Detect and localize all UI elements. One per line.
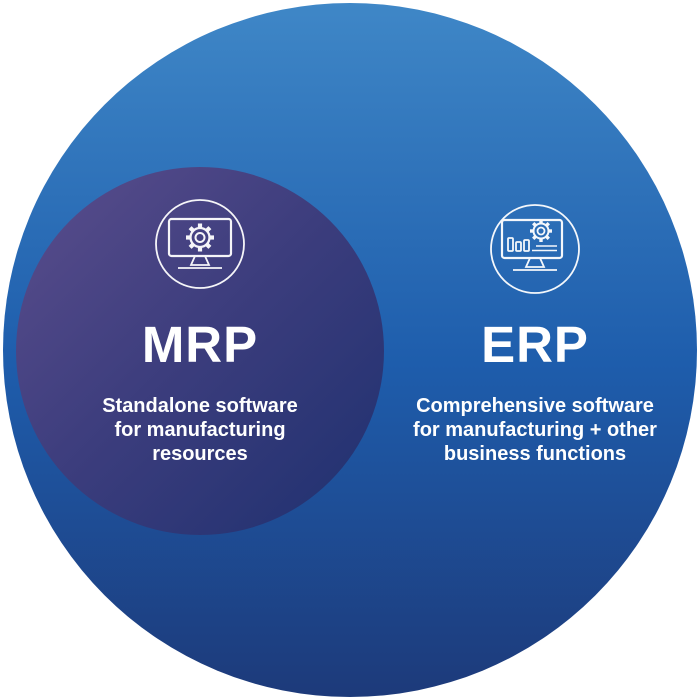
erp-description: Comprehensive software for manufacturing… — [385, 394, 685, 466]
description-line: business functions — [443, 443, 627, 465]
mrp-description: Standalone software for manufacturing re… — [16, 394, 384, 466]
mrp-title: MRP — [141, 316, 259, 373]
monitor-dashboard-gear-icon — [489, 203, 581, 295]
description-line: Comprehensive software — [416, 395, 654, 417]
description-line: for manufacturing — [114, 419, 286, 441]
description-line: Standalone software — [102, 395, 298, 417]
erp-group: ERP Comprehensive software for manufactu… — [385, 203, 685, 503]
mrp-group: MRP Standalone software for manufacturin… — [16, 167, 384, 535]
monitor-gear-icon — [154, 198, 246, 290]
description-line: for manufacturing + other — [413, 419, 657, 441]
erp-title: ERP — [481, 316, 589, 373]
description-line: resources — [152, 443, 248, 465]
